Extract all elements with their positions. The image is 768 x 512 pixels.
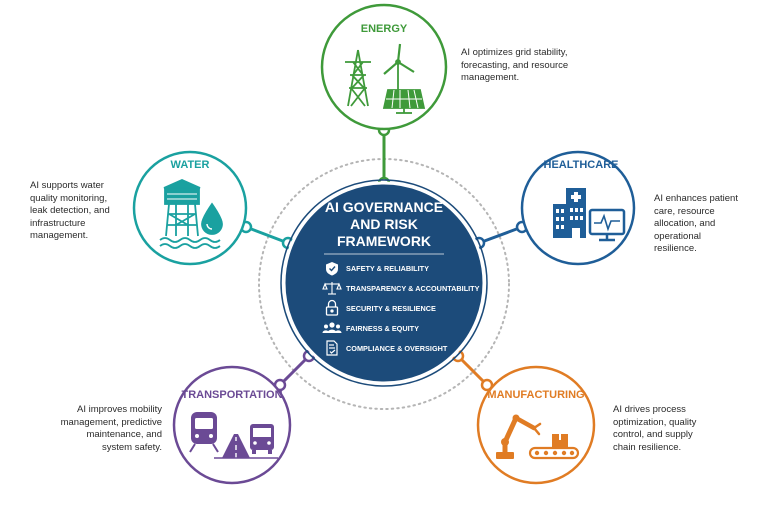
connector-node-manufacturing-outer <box>480 378 494 392</box>
connector-healthcare <box>478 225 523 245</box>
scales-icon <box>322 282 342 295</box>
connector-water <box>245 225 289 245</box>
center-title-line-3: FRAMEWORK <box>337 233 431 249</box>
manufacturing-description: AI drives process optimization, quality … <box>613 404 697 453</box>
robot-arm-conveyor-icon <box>496 414 580 460</box>
sector-transportation: TRANSPORTATION <box>172 365 292 485</box>
water-circle <box>132 150 248 266</box>
energy-description: AI optimizes grid stability, forecasting… <box>461 47 569 83</box>
center-hub: AI GOVERNANCE AND RISK FRAMEWORK <box>280 179 488 387</box>
transportation-title: TRANSPORTATION <box>181 389 282 401</box>
center-circle-outline <box>280 179 488 387</box>
shield-check-icon <box>326 262 338 276</box>
people-icon <box>322 322 342 333</box>
center-title-line-1: AI GOVERNANCE <box>325 199 443 215</box>
sector-energy: ENERGY <box>320 3 448 131</box>
water-title: WATER <box>171 159 210 171</box>
healthcare-title: HEALTHCARE <box>544 159 619 171</box>
sector-water: WATER <box>132 150 248 266</box>
center-item-label-1: SAFETY & RELIABILITY <box>346 264 429 273</box>
sector-healthcare: HEALTHCARE <box>520 150 636 266</box>
train-road-bus-icon <box>189 412 278 459</box>
transportation-circle <box>172 365 292 485</box>
power-tower-wind-solar-icon <box>345 43 426 114</box>
sector-manufacturing: MANUFACTURING <box>476 365 596 485</box>
document-check-icon <box>326 340 338 356</box>
center-item-label-3: SECURITY & RESILIENCE <box>346 304 436 313</box>
padlock-icon <box>325 299 339 316</box>
healthcare-description: AI enhances patient care, resource alloc… <box>654 193 738 254</box>
center-item-label-2: TRANSPARENCY & ACCOUNTABILITY <box>346 284 480 293</box>
water-tower-droplet-icon <box>159 179 223 249</box>
manufacturing-circle <box>476 365 596 485</box>
center-title-line-2: AND RISK <box>350 216 418 232</box>
connector-transportation <box>278 354 311 387</box>
energy-title: ENERGY <box>361 23 408 35</box>
hospital-monitor-icon <box>553 188 626 242</box>
manufacturing-title: MANUFACTURING <box>487 389 584 401</box>
center-item-label-5: COMPLIANCE & OVERSIGHT <box>346 344 448 353</box>
center-item-label-4: FAIRNESS & EQUITY <box>346 324 419 333</box>
transportation-description: AI improves mobility management, predict… <box>60 404 162 453</box>
connector-manufacturing <box>456 354 489 387</box>
water-description: AI supports water quality monitoring, le… <box>30 180 110 241</box>
